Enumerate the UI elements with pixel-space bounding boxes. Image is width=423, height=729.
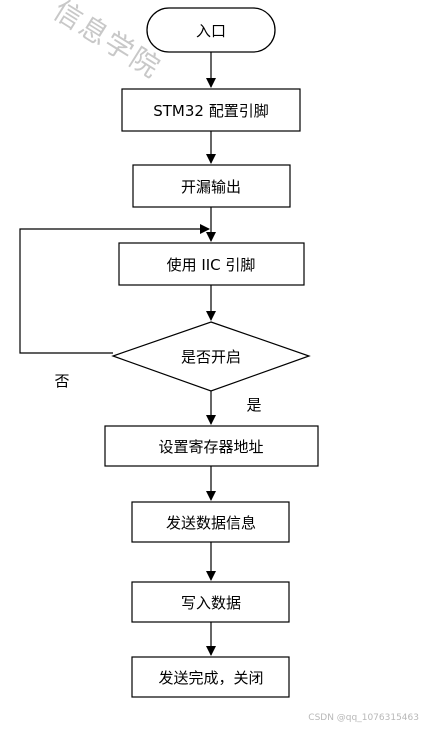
loop-back-no	[19, 224, 210, 354]
yes-label: 是	[246, 396, 261, 414]
open-drain-label: 开漏输出	[181, 178, 241, 196]
set-addr-label: 设置寄存器地址	[158, 438, 263, 456]
finish-label: 发送完成，关闭	[158, 669, 263, 687]
finish-box	[131, 656, 290, 698]
send-info-label: 发送数据信息	[166, 514, 256, 532]
decision-label: 是否开启	[181, 348, 241, 366]
config-label: STM32 配置引脚	[153, 102, 268, 120]
no-label: 否	[54, 372, 69, 390]
footer-credit: CSDN @qq_1076315463	[308, 713, 419, 723]
start-label: 入口	[196, 22, 226, 40]
use-iic-label: 使用 IIC 引脚	[167, 256, 256, 274]
write-data-label: 写入数据	[181, 594, 241, 612]
